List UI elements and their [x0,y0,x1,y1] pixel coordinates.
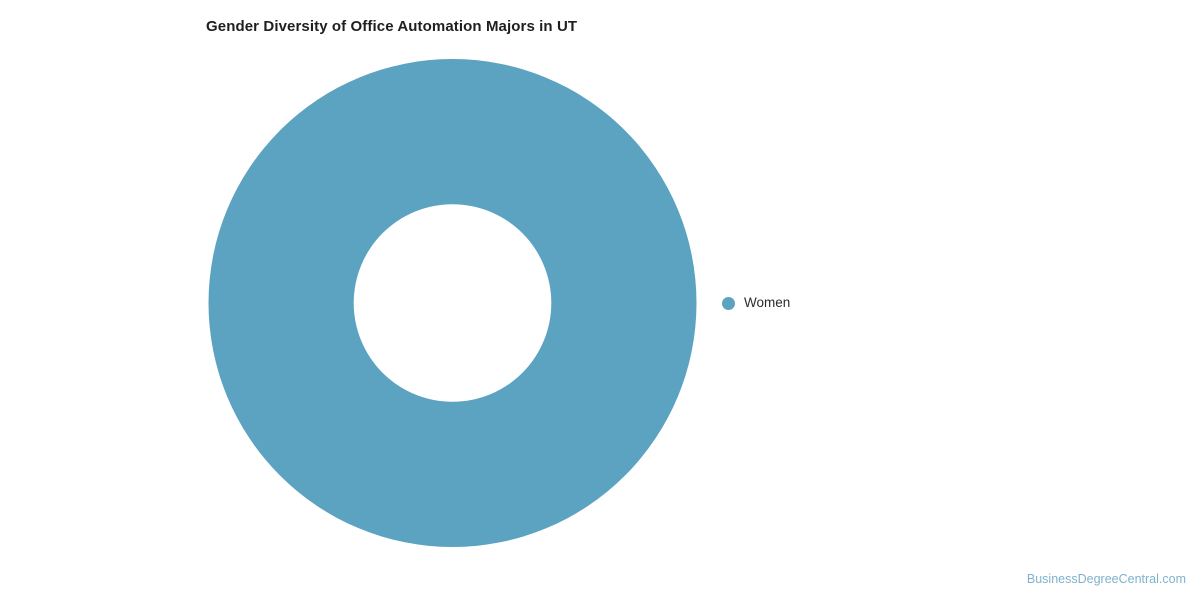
legend-marker-circle-icon [722,296,735,310]
donut-hole [353,204,552,402]
legend-item-women[interactable]: Women [744,295,791,311]
attribution-link[interactable]: BusinessDegreeCentral.com [1026,572,1186,586]
donut-chart-svg [208,59,697,547]
donut-chart [208,58,697,548]
chart-legend: Women [722,294,790,312]
chart-title: Gender Diversity of Office Automation Ma… [206,18,578,35]
